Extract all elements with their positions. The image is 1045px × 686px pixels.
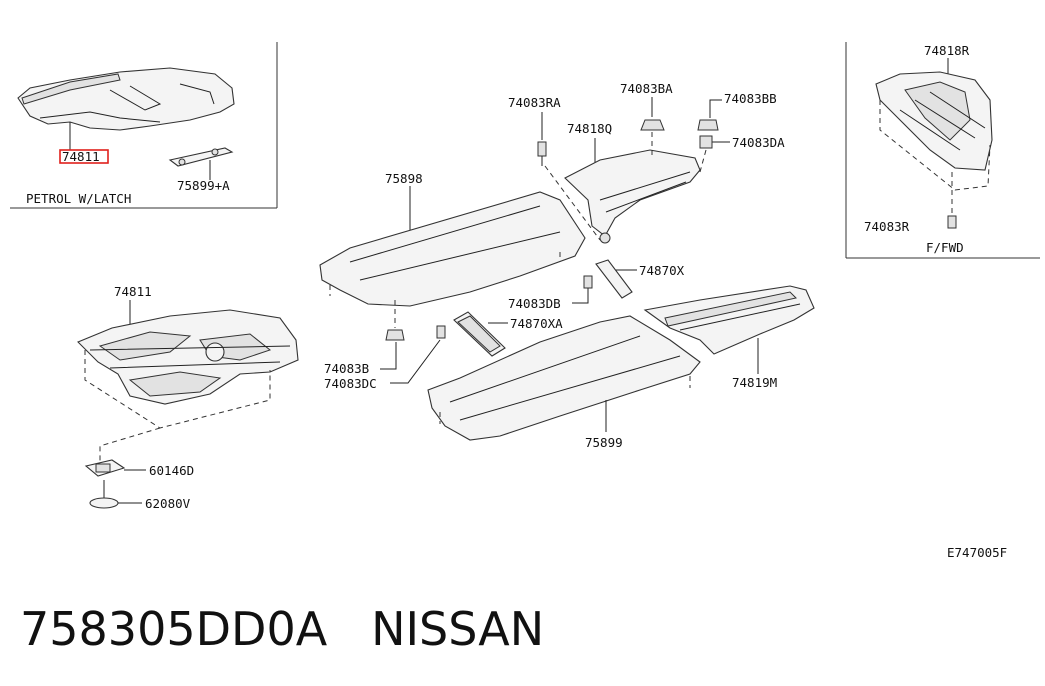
callout-74818Q: 74818Q (567, 121, 612, 136)
footer-brand: NISSAN (371, 602, 545, 656)
inset-side-cover-part (875, 71, 993, 171)
part-74819M (643, 285, 815, 355)
main-74811-dash-2 (99, 427, 161, 462)
callout-74083RA: 74083RA (508, 95, 561, 110)
callout-74870X: 74870X (639, 263, 685, 278)
main-undercover-part (77, 309, 299, 405)
panel-75898 (319, 191, 586, 307)
dash-74083DA (699, 149, 707, 173)
screw-74083DC (436, 325, 446, 339)
part-74818Q (564, 149, 701, 244)
inset-left-caption: PETROL W/LATCH (26, 191, 131, 206)
clip-74083DB (583, 275, 593, 289)
highlight-box (59, 149, 109, 164)
callout-74083DB: 74083DB (508, 296, 561, 311)
screw-74083RA (537, 141, 547, 166)
inset-right-caption: F/FWD (926, 240, 964, 255)
clip-74083BA (640, 119, 665, 131)
leader-74083BB (709, 99, 722, 118)
callout-75899: 75899 (585, 435, 623, 450)
callout-74083BA: 74083BA (620, 81, 673, 96)
callout-75898: 75898 (385, 171, 423, 186)
callout-74083DC: 74083DC (324, 376, 377, 391)
leader-74083DC (390, 339, 441, 384)
callout-74083DA: 74083DA (732, 135, 785, 150)
callout-60146D: 60146D (149, 463, 194, 478)
callout-main-74811: 74811 (114, 284, 152, 299)
dash-74083RA (544, 165, 601, 241)
callout-74083R: 74083R (864, 219, 910, 234)
callout-74083BB: 74083BB (724, 91, 777, 106)
figure-code: E747005F (947, 545, 1007, 560)
inset-undercover-part (17, 67, 235, 131)
clip-74083BB (697, 119, 719, 131)
callout-74083B: 74083B (324, 361, 369, 376)
bracket-74870X (595, 259, 633, 299)
callout-74819M: 74819M (732, 375, 777, 390)
callout-74870XA: 74870XA (510, 316, 563, 331)
callout-62080V: 62080V (145, 496, 191, 511)
panel-75899 (427, 315, 701, 441)
bracket-74870XA (453, 311, 506, 357)
inset-latch-bracket (168, 147, 234, 167)
leader-74083B (380, 342, 397, 370)
callout-74818R: 74818R (924, 43, 970, 58)
clip-74083R (947, 215, 957, 229)
footer-part-number: 758305DD0A (20, 602, 328, 656)
leader-74083DB (572, 288, 589, 304)
footer-caption: 758305DD0A NISSAN (20, 598, 544, 660)
inset-right-frame (845, 42, 1040, 259)
clip-74083DA (699, 135, 713, 149)
inset-left-frame (10, 42, 278, 209)
callout-inset-75899A: 75899+A (177, 178, 230, 193)
inset-right-dash (879, 100, 991, 191)
clip-60146D (84, 459, 126, 477)
screw-62080V (89, 480, 119, 509)
clip-74083B (385, 329, 405, 341)
callout-inset-74811: 74811 (62, 149, 100, 164)
